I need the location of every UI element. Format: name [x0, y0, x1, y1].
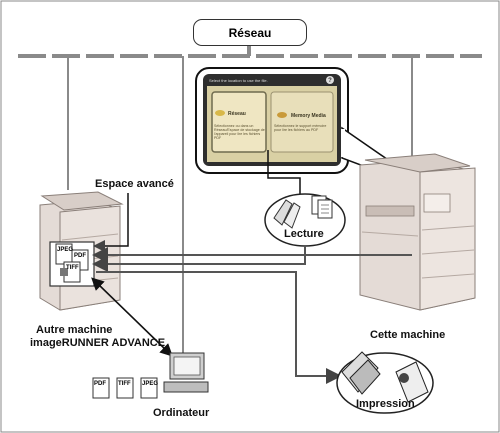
this-machine-label: Cette machine — [370, 329, 446, 341]
file-jpeg-label: JPEG — [57, 247, 73, 253]
other-machine-label-line2: imageRUNNER ADVANCE — [30, 337, 166, 349]
computer-file-jpeg-label: JPEG — [142, 381, 158, 387]
other-machine-label-line1: Autre machine — [36, 324, 113, 336]
help-icon[interactable] — [326, 76, 334, 84]
file-pdf-label: PDF — [74, 253, 86, 259]
network-bus — [18, 44, 482, 355]
panel-option-memory-media[interactable]: Memory Media — [291, 113, 326, 119]
file-tiff-label: TIFF — [66, 265, 79, 271]
stored-files-icon — [55, 243, 89, 283]
panel-option1-desc-box: Sélectionnez ou dans un Réseau/Espace de… — [214, 124, 265, 140]
scan-to-storage-arrow — [92, 245, 306, 272]
panel-option2-desc: Sélectionnez le support mémoire pour lir… — [274, 124, 327, 132]
this-machine-icon — [359, 153, 476, 311]
panel-title: Select the location to use the file. — [209, 78, 268, 83]
storage-to-print-arrow — [96, 271, 342, 384]
computer-icon — [163, 352, 209, 393]
computer-file-pdf-label: PDF — [94, 381, 106, 387]
print-output-icon — [336, 351, 434, 414]
panel-option1-desc: Sélectionnez ou dans un Réseau/Espace de… — [214, 124, 265, 140]
network-label-text: Réseau — [228, 25, 272, 40]
panel-option2-desc-box: Sélectionnez le support mémoire pour lir… — [274, 124, 327, 132]
computer-file-tiff-label: TIFF — [118, 381, 131, 387]
selection-connector — [267, 150, 301, 198]
computer-files-icon — [92, 377, 158, 399]
print-label: Impression — [356, 398, 415, 410]
help-icon-glyph: ? — [328, 78, 332, 84]
scan-documents-icon — [264, 193, 346, 247]
panel-option-network[interactable]: Réseau — [228, 111, 246, 117]
computer-label: Ordinateur — [153, 407, 210, 419]
computer-storage-arrow — [91, 277, 173, 357]
scan-label: Lecture — [284, 228, 324, 240]
advanced-space-arrow — [93, 193, 129, 252]
network-label: Réseau — [193, 19, 307, 46]
advanced-space-label: Espace avancé — [95, 178, 174, 190]
